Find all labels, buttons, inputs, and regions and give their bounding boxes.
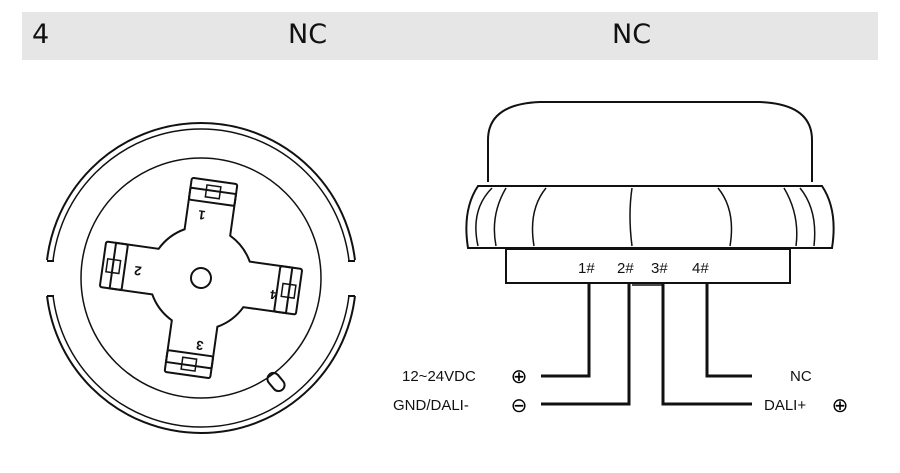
- minus-icon: ⊖: [511, 395, 528, 417]
- bottom-view: 1 2 3 4: [44, 122, 358, 434]
- row-index: 4: [32, 19, 50, 50]
- row-cell-1: NC: [288, 19, 328, 50]
- pin-1-label: 1#: [578, 260, 595, 277]
- label-nc: NC: [790, 368, 812, 385]
- table-row: 4 NC NC: [22, 12, 878, 60]
- label-gnd-dali-minus: GND/DALI-: [393, 397, 469, 414]
- pin-3-label: 3#: [651, 260, 668, 277]
- label-12-24vdc: 12~24VDC: [402, 368, 476, 385]
- label-dali-plus: DALI+: [764, 397, 806, 414]
- pin-2-label: 2#: [617, 260, 634, 277]
- pin-label-1: 1: [197, 207, 206, 223]
- plus-icon: ⊕: [511, 366, 528, 388]
- side-view: 1# 2# 3# 4#: [465, 101, 835, 406]
- contact-cross: [99, 177, 303, 379]
- pin-label-4: 4: [268, 287, 278, 303]
- plus-icon: ⊕: [832, 395, 849, 417]
- pin-label-3: 3: [195, 338, 204, 354]
- pin-label-2: 2: [133, 263, 142, 279]
- row-cell-2: NC: [612, 19, 652, 50]
- wires: [541, 283, 752, 406]
- pin-4-label: 4#: [692, 260, 709, 277]
